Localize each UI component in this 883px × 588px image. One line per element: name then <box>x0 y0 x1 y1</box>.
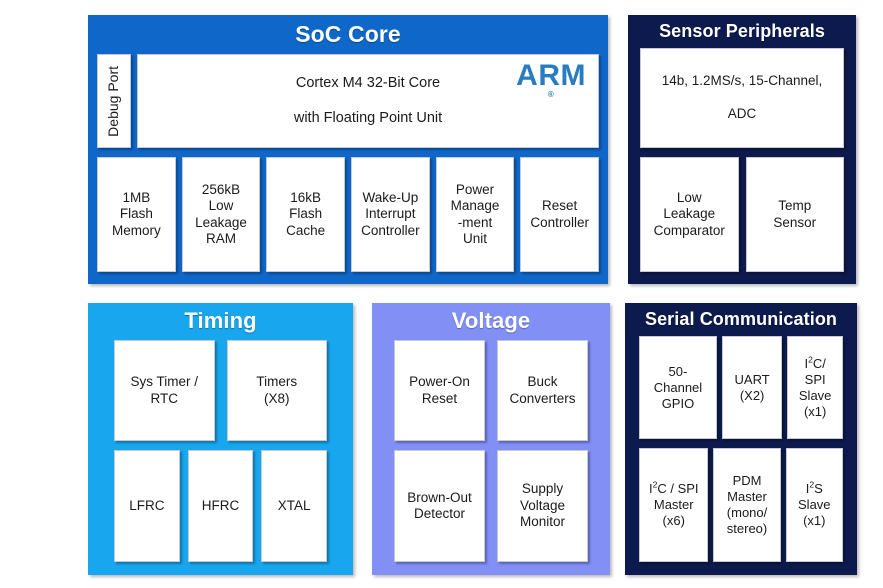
panel-title-sensor-peripherals: Sensor Peripherals <box>659 21 825 41</box>
timing-row-1: Sys Timer /RTC Timers(X8) <box>88 332 353 442</box>
block-cortex-m4-label: Cortex M4 32-Bit Core with Floating Poin… <box>288 75 448 128</box>
block-hfrc-label: HFRC <box>201 497 240 513</box>
block-cortex-m4[interactable]: ARM® Cortex M4 32-Bit Core with Floating… <box>137 54 599 149</box>
block-lfrc[interactable]: LFRC <box>114 450 180 562</box>
panel-title-timing: Timing <box>184 308 257 333</box>
block-xtal[interactable]: XTAL <box>261 450 328 562</box>
block-uart-label: UART(X2) <box>734 371 770 403</box>
adc-line-1: 14b, 1.2MS/s, 15-Channel, <box>661 73 823 89</box>
arm-logo: ARM® <box>513 61 589 99</box>
soc-core-top-row: Debug Port ARM® Cortex M4 32-Bit Core wi… <box>88 46 608 149</box>
cortex-line-2: with Floating Point Unit <box>293 109 443 126</box>
block-uart[interactable]: UART(X2) <box>721 336 783 440</box>
arm-logo-trademark-icon: ® <box>547 90 555 99</box>
panel-sensor-peripherals: Sensor Peripherals 14b, 1.2MS/s, 15-Chan… <box>628 15 856 284</box>
block-debug-port-label: Debug Port <box>105 65 122 137</box>
cortex-line-1: Cortex M4 32-Bit Core <box>295 74 441 91</box>
panel-body-timing: Sys Timer /RTC Timers(X8) LFRC HFRC XTAL <box>88 332 353 575</box>
panel-soc-core: SoC Core Debug Port ARM® Cortex M4 32-Bi… <box>88 15 608 284</box>
block-timers-x8-label: Timers(X8) <box>256 374 298 406</box>
panel-title-soc-core: SoC Core <box>295 21 401 47</box>
block-hfrc[interactable]: HFRC <box>187 450 254 562</box>
block-lfrc-label: LFRC <box>129 497 165 513</box>
block-sys-timer-rtc-label: Sys Timer /RTC <box>130 374 198 406</box>
panel-title-voltage: Voltage <box>451 308 531 333</box>
panel-body-soc-core: Debug Port ARM® Cortex M4 32-Bit Core wi… <box>88 46 608 284</box>
adc-line-2: ADC <box>727 106 757 122</box>
arm-logo-text: ARM <box>516 59 586 92</box>
timing-row-2: LFRC HFRC XTAL <box>88 441 353 575</box>
block-adc[interactable]: 14b, 1.2MS/s, 15-Channel, ADC <box>640 48 844 149</box>
block-sys-timer-rtc[interactable]: Sys Timer /RTC <box>114 340 215 442</box>
sensor-adc-row: 14b, 1.2MS/s, 15-Channel, ADC <box>628 40 856 149</box>
panel-timing: Timing Sys Timer /RTC Timers(X8) LFRC HFRC… <box>88 303 353 575</box>
block-timers-x8[interactable]: Timers(X8) <box>226 340 327 442</box>
block-adc-label: 14b, 1.2MS/s, 15-Channel, ADC <box>656 73 829 122</box>
block-debug-port[interactable]: Debug Port <box>97 54 131 149</box>
panel-title-serial-communication: Serial Communication <box>644 309 838 329</box>
block-xtal-label: XTAL <box>277 497 311 513</box>
